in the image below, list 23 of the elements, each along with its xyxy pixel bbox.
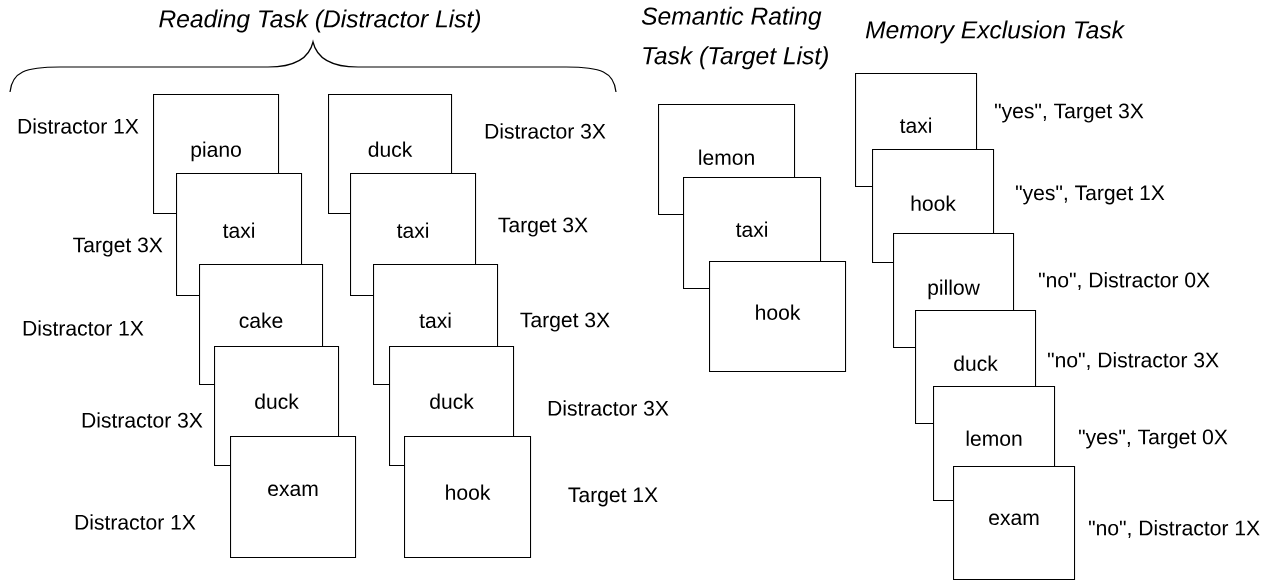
- card: hook: [709, 261, 847, 373]
- beside-label: Distractor 1X: [23, 320, 144, 336]
- beside-label: Distractor 3X: [548, 400, 669, 416]
- beside-label: Target 3X: [73, 237, 163, 257]
- beside-label: Target 3X: [498, 217, 588, 237]
- beside-label: Distractor 1X: [75, 514, 196, 530]
- beside-label: Target 3X: [520, 312, 610, 332]
- heading: Semantic Rating Task (Target List): [641, 6, 828, 70]
- card: exam: [953, 466, 1076, 581]
- beside-label: Target 1X: [568, 487, 658, 507]
- card: exam: [230, 436, 357, 559]
- beside-label: Distractor 3X: [485, 123, 606, 139]
- beside-label: "no", Distractor 0X: [1039, 272, 1210, 290]
- card: hook: [404, 436, 532, 559]
- beside-label: "no", Distractor 1X: [1089, 520, 1260, 538]
- beside-label: "yes", Target 1X: [1016, 185, 1165, 205]
- beside-label: "yes", Target 3X: [995, 103, 1144, 123]
- beside-label: "no", Distractor 3X: [1048, 352, 1219, 370]
- beside-label: Distractor 3X: [82, 412, 203, 428]
- beside-label: Distractor 1X: [18, 118, 139, 134]
- beside-label: "yes", Target 0X: [1079, 429, 1228, 449]
- heading: Reading Task (Distractor List): [159, 9, 481, 33]
- heading: Memory Exclusion Task: [865, 20, 1125, 44]
